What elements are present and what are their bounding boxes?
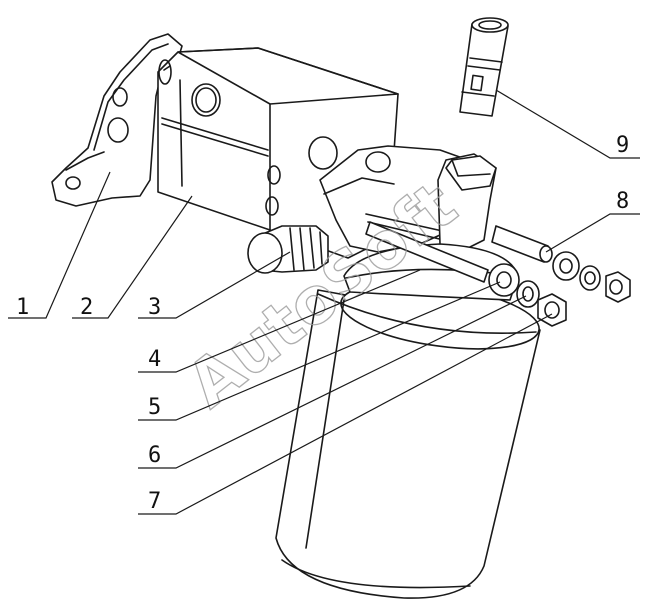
mounting-bolt — [491, 225, 553, 263]
callout-2: 2 — [80, 295, 93, 320]
leader-4 — [138, 269, 421, 373]
callout-numbers: 1 2 3 4 5 6 7 8 9 — [16, 133, 629, 514]
leader-3 — [138, 251, 291, 319]
washer — [552, 251, 580, 281]
leader-lines — [8, 89, 640, 515]
leader-7 — [138, 313, 553, 515]
lock-washer — [579, 265, 601, 291]
bleed-screw — [459, 17, 509, 117]
callout-4: 4 — [148, 347, 161, 372]
leader-5 — [138, 281, 501, 421]
leader-6 — [138, 295, 527, 469]
callout-6: 6 — [148, 443, 161, 468]
sealing-washer — [488, 263, 520, 297]
callout-5: 5 — [148, 395, 161, 420]
mounting-bracket — [51, 33, 183, 207]
long-bolt — [365, 221, 489, 283]
leader-1 — [8, 171, 111, 319]
spring-washer — [516, 280, 540, 308]
hex-nut — [605, 271, 631, 303]
callout-1: 1 — [16, 295, 29, 320]
filter-head-ear — [319, 145, 473, 253]
callout-3: 3 — [148, 295, 161, 320]
callout-8: 8 — [616, 189, 629, 214]
leader-9 — [495, 89, 640, 159]
callout-7: 7 — [148, 489, 161, 514]
leader-2 — [72, 195, 193, 319]
leader-8 — [545, 213, 640, 253]
filter-canister — [275, 243, 541, 599]
lock-nut — [537, 293, 567, 327]
callout-9: 9 — [616, 133, 629, 158]
